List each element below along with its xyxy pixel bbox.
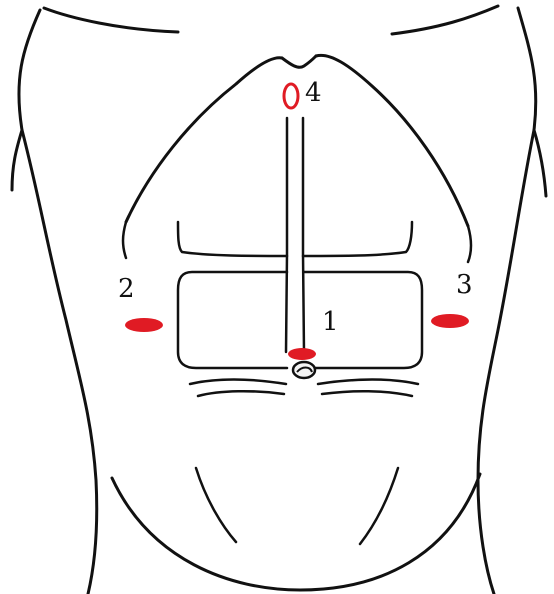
port-4-marker [284,84,298,108]
right-shoulder-line [392,6,498,34]
lower-left-line-2 [198,391,284,396]
port-3-marker [431,314,469,328]
ribcage-lower-right [468,226,471,262]
left-arm-line [12,130,22,190]
left-side-line [19,10,97,594]
ribcage-lower-left [123,222,126,258]
ribcage-left [126,58,282,222]
linea-alba-left [286,118,287,352]
port-3-label: 3 [456,270,473,300]
linea-alba-right [303,118,304,352]
torso-outline [12,6,546,594]
ribcage-right [316,55,468,226]
sternum-notch [282,56,316,67]
lower-left-line-1 [190,380,286,385]
upper-left-segment [178,222,287,256]
port-markers: 1 2 3 4 [118,78,473,360]
lower-right-line-1 [318,380,418,385]
right-side-line [478,8,536,594]
port-2-marker [125,318,163,332]
groin-right-line [360,468,398,544]
lower-right-line-2 [322,391,412,396]
right-arm-line [534,130,546,196]
lower-belly-curve [112,474,480,590]
left-shoulder-line [44,8,178,32]
port-2-label: 2 [118,274,135,304]
port-1-marker [288,348,316,360]
upper-right-segment [303,222,412,256]
navel [293,362,315,378]
middle-left-box [178,272,287,368]
port-1-label: 1 [322,307,339,337]
port-4-label: 4 [305,78,322,108]
groin-left-line [196,468,236,542]
